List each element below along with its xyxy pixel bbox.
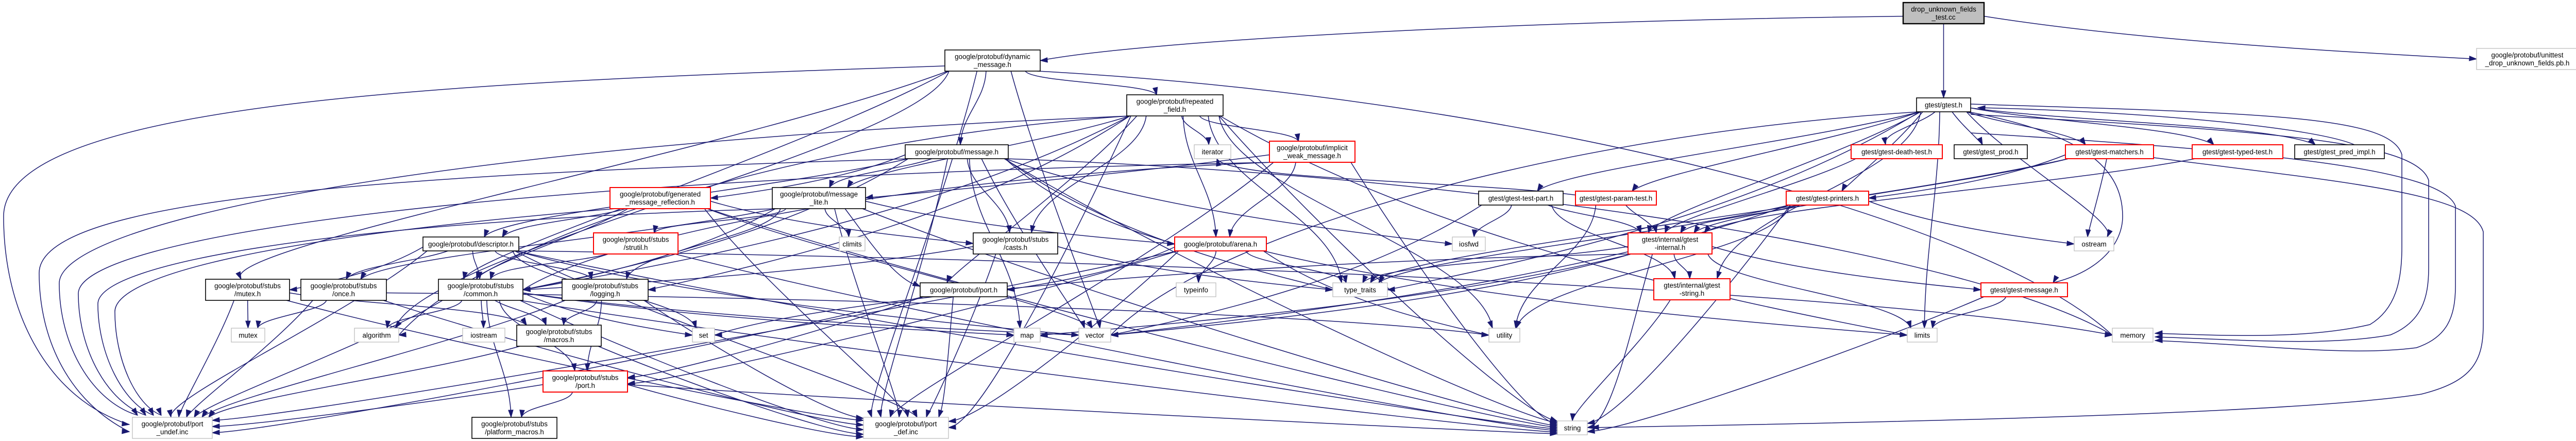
- svg-text:/casts.h: /casts.h: [1004, 244, 1027, 251]
- svg-text:google/protobuf/implicit: google/protobuf/implicit: [1277, 144, 1348, 152]
- svg-text:/platform_macros.h: /platform_macros.h: [485, 428, 544, 436]
- svg-text:climits: climits: [842, 240, 861, 248]
- svg-text:google/protobuf/message: google/protobuf/message: [780, 191, 858, 198]
- svg-text:drop_unknown_fields: drop_unknown_fields: [1911, 6, 1976, 13]
- svg-text:set: set: [699, 331, 708, 339]
- svg-text:_undef.inc: _undef.inc: [156, 428, 189, 436]
- svg-text:google/protobuf/stubs: google/protobuf/stubs: [214, 282, 281, 290]
- svg-text:/once.h: /once.h: [332, 290, 355, 298]
- svg-text:_message_reflection.h: _message_reflection.h: [625, 198, 695, 206]
- svg-text:/logging.h: /logging.h: [590, 290, 620, 298]
- svg-text:google/protobuf/stubs: google/protobuf/stubs: [603, 236, 669, 244]
- svg-text:map: map: [1020, 331, 1033, 339]
- svg-text:google/protobuf/generated: google/protobuf/generated: [620, 191, 701, 198]
- svg-text:gtest/gtest_prod.h: gtest/gtest_prod.h: [1963, 148, 2018, 156]
- svg-text:utility: utility: [1497, 331, 1513, 339]
- svg-text:google/protobuf/stubs: google/protobuf/stubs: [448, 282, 514, 290]
- svg-text:_test.cc: _test.cc: [1931, 13, 1955, 21]
- svg-text:gtest/gtest-printers.h: gtest/gtest-printers.h: [1796, 194, 1859, 202]
- svg-text:google/protobuf/message.h: google/protobuf/message.h: [915, 148, 998, 156]
- svg-text:google/protobuf/stubs: google/protobuf/stubs: [311, 282, 377, 290]
- svg-text:google/protobuf/arena.h: google/protobuf/arena.h: [1184, 240, 1257, 248]
- svg-text:google/protobuf/stubs: google/protobuf/stubs: [526, 328, 592, 336]
- svg-text:gtest/gtest-typed-test.h: gtest/gtest-typed-test.h: [2202, 148, 2273, 156]
- svg-text:gtest/gtest-test-part.h: gtest/gtest-test-part.h: [1488, 194, 1554, 202]
- svg-text:google/protobuf/descriptor.h: google/protobuf/descriptor.h: [428, 240, 514, 248]
- svg-text:/common.h: /common.h: [464, 290, 498, 298]
- svg-text:iterator: iterator: [1202, 148, 1224, 156]
- svg-text:google/protobuf/stubs: google/protobuf/stubs: [552, 374, 619, 382]
- svg-text:/port.h: /port.h: [575, 382, 595, 389]
- svg-text:google/protobuf/stubs: google/protobuf/stubs: [481, 420, 548, 428]
- svg-text:gtest/gtest.h: gtest/gtest.h: [1925, 101, 1962, 109]
- svg-text:gtest/internal/gtest: gtest/internal/gtest: [1642, 236, 1699, 244]
- svg-text:gtest/gtest-matchers.h: gtest/gtest-matchers.h: [2075, 148, 2143, 156]
- svg-text:limits: limits: [1914, 331, 1930, 339]
- svg-text:_drop_unknown_fields.pb.h: _drop_unknown_fields.pb.h: [2485, 59, 2570, 67]
- svg-text:/macros.h: /macros.h: [544, 336, 574, 344]
- svg-text:typeinfo: typeinfo: [1184, 286, 1208, 294]
- svg-text:gtest/gtest_pred_impl.h: gtest/gtest_pred_impl.h: [2303, 148, 2375, 156]
- svg-text:_message.h: _message.h: [973, 61, 1011, 69]
- svg-text:algorithm: algorithm: [362, 331, 391, 339]
- svg-text:google/protobuf/stubs: google/protobuf/stubs: [982, 236, 1049, 244]
- svg-text:memory: memory: [2120, 331, 2145, 339]
- svg-text:google/protobuf/unittest: google/protobuf/unittest: [2492, 52, 2564, 59]
- svg-text:_def.inc: _def.inc: [893, 428, 918, 436]
- svg-text:_field.h: _field.h: [1163, 106, 1186, 113]
- svg-text:ostream: ostream: [2081, 240, 2106, 248]
- svg-text:vector: vector: [1086, 331, 1105, 339]
- svg-text:/strutil.h: /strutil.h: [624, 244, 648, 251]
- svg-text:google/protobuf/port.h: google/protobuf/port.h: [930, 286, 997, 294]
- svg-text:iostream: iostream: [470, 331, 497, 339]
- svg-text:gtest/gtest-death-test.h: gtest/gtest-death-test.h: [1861, 148, 1932, 156]
- svg-text:type_traits: type_traits: [1344, 286, 1376, 294]
- svg-text:google/protobuf/port: google/protobuf/port: [142, 420, 204, 428]
- svg-text:_lite.h: _lite.h: [809, 198, 828, 206]
- svg-text:google/protobuf/dynamic: google/protobuf/dynamic: [955, 53, 1030, 61]
- svg-text:string: string: [1564, 424, 1581, 432]
- svg-text:_weak_message.h: _weak_message.h: [1283, 152, 1341, 160]
- svg-text:google/protobuf/repeated: google/protobuf/repeated: [1137, 98, 1214, 106]
- svg-text:gtest/gtest-message.h: gtest/gtest-message.h: [1990, 286, 2058, 294]
- svg-text:google/protobuf/stubs: google/protobuf/stubs: [572, 282, 638, 290]
- svg-text:google/protobuf/port: google/protobuf/port: [875, 420, 937, 428]
- svg-text:-string.h: -string.h: [1680, 290, 1704, 297]
- svg-text:gtest/gtest-param-test.h: gtest/gtest-param-test.h: [1580, 194, 1652, 202]
- svg-text:/mutex.h: /mutex.h: [234, 290, 261, 298]
- svg-text:mutex: mutex: [239, 331, 258, 339]
- svg-text:-internal.h: -internal.h: [1655, 244, 1686, 251]
- svg-text:gtest/internal/gtest: gtest/internal/gtest: [1664, 282, 1720, 290]
- svg-text:iosfwd: iosfwd: [1459, 240, 1479, 248]
